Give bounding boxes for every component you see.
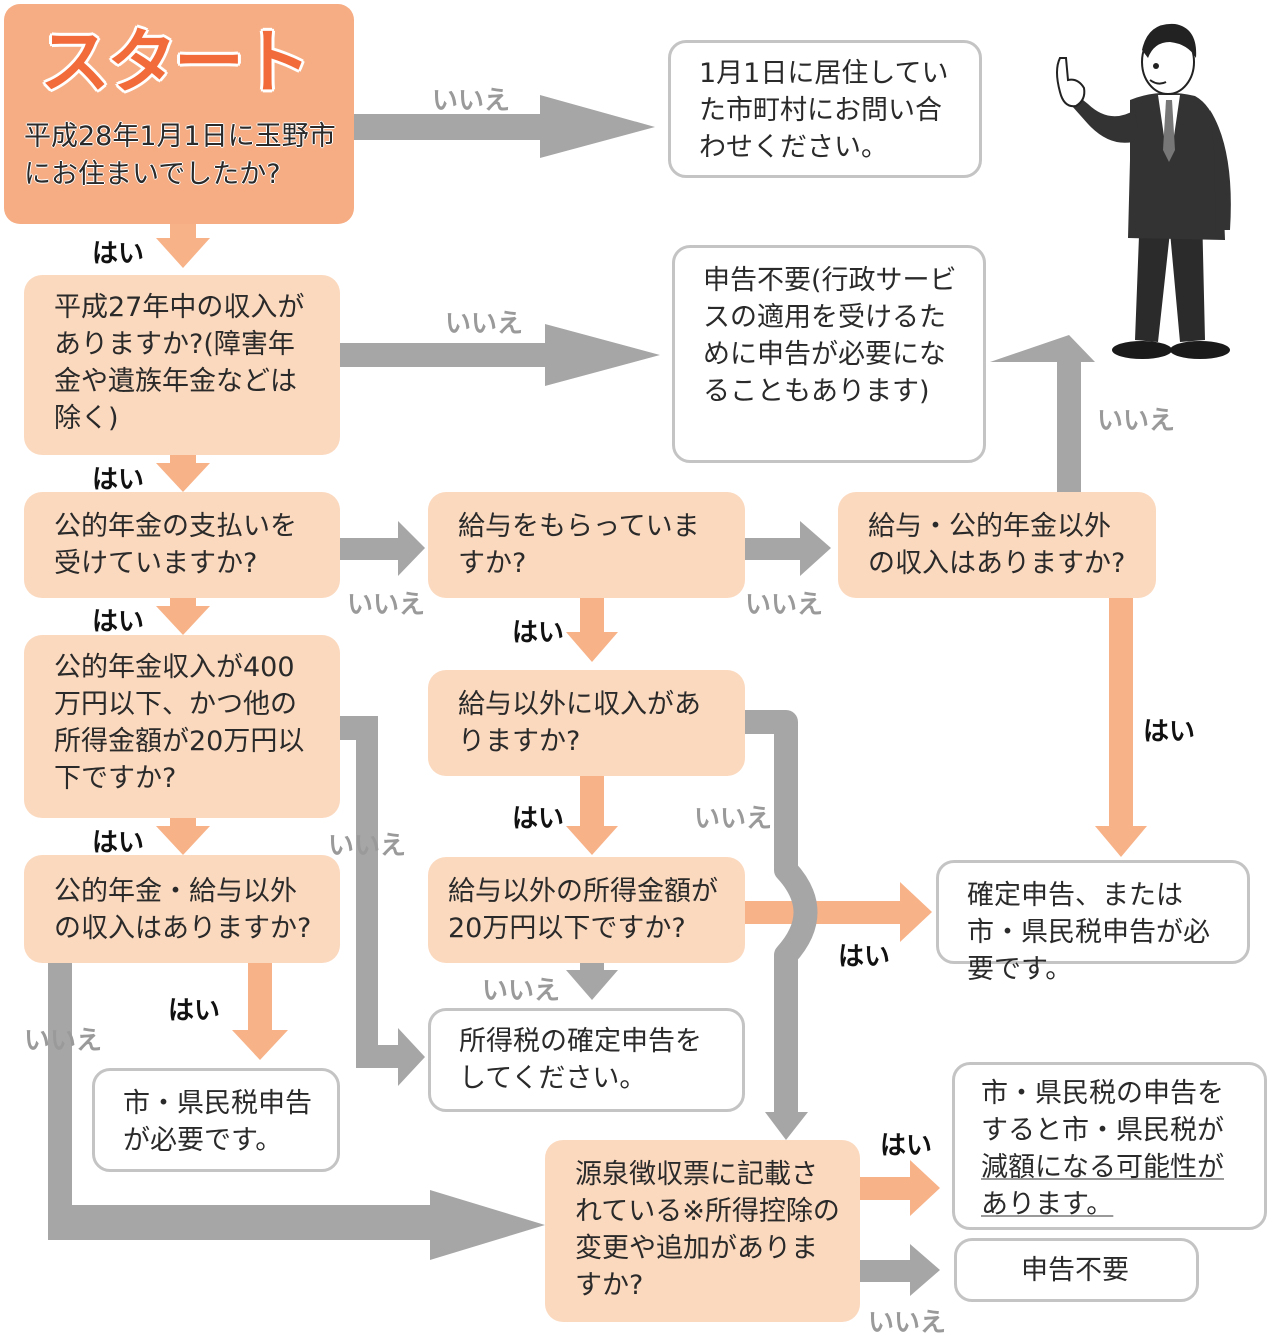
arrow-yes-salary-to-salaryother xyxy=(566,598,618,662)
arrow-no-withholding-to-notrequired xyxy=(860,1244,940,1296)
label-no-20: いいえ xyxy=(482,976,561,1006)
label-no-income: いいえ xyxy=(445,309,524,339)
label-yes-400: はい xyxy=(92,828,145,858)
label-yes-salary: はい xyxy=(512,618,565,648)
label-no-pension-other: いいえ xyxy=(24,1026,103,1056)
arrow-no-400-to-incometax xyxy=(340,716,425,1086)
answer-reduction: 市・県民税の申告をすると市・県民税が減額になる可能性があります。 xyxy=(952,1062,1267,1230)
label-yes-20: はい xyxy=(838,942,891,972)
answer-city-tax-required: 市・県民税申告が必要です。 xyxy=(92,1068,340,1172)
start-box: スタート 平成28年1月1日に玉野市にお住まいでしたか? xyxy=(4,4,354,224)
question-salary: 給与をもらっていますか? xyxy=(428,492,745,598)
arrow-yes-other-to-citytax xyxy=(232,963,288,1060)
arrow-no-other-to-withholding xyxy=(48,963,545,1260)
arrow-yes-income-to-pension xyxy=(156,455,210,492)
question-pension: 公的年金の支払いを受けていますか? xyxy=(24,492,340,598)
reduction-underlined-text: 減額になる可能性があります。 xyxy=(981,1152,1224,1220)
question-withholding: 源泉徴収票に記載されている※所得控除の変更や追加がありますか? xyxy=(545,1140,860,1322)
arrow-no-20-to-incometax xyxy=(566,963,618,1000)
label-no-salary: いいえ xyxy=(745,590,824,620)
label-no-withholding: いいえ xyxy=(868,1308,947,1338)
start-question: 平成28年1月1日に玉野市にお住まいでしたか? xyxy=(24,121,336,190)
label-no-400: いいえ xyxy=(328,831,407,861)
answer-not-required-note: 申告不要(行政サービスの適用を受けるために申告が必要になることもあります) xyxy=(672,245,986,463)
arrow-yes-400-to-other xyxy=(156,818,210,855)
question-salary-other-20: 給与以外の所得金額が20万円以下ですか? xyxy=(428,857,745,963)
answer-income-tax-return: 所得税の確定申告をしてください。 xyxy=(428,1008,745,1112)
question-salary-other: 給与以外に収入がありますか? xyxy=(428,670,745,776)
start-title: スタート xyxy=(40,21,311,103)
label-yes-pension-other: はい xyxy=(168,996,221,1026)
arrow-no-salary-to-other xyxy=(745,521,831,576)
label-no-other-income: いいえ xyxy=(1097,406,1176,436)
arrow-yes-withholding-to-reduction xyxy=(860,1160,940,1216)
arrow-yes-other-to-final xyxy=(1095,598,1147,857)
question-income-h27: 平成27年中の収入がありますか?(障害年金や遺族年金などは除く) xyxy=(24,275,340,455)
label-no-pension: いいえ xyxy=(347,590,426,620)
question-pension-400: 公的年金収入が400万円以下、かつ他の所得金額が20万円以下ですか? xyxy=(24,635,340,818)
label-yes-salary-other: はい xyxy=(512,804,565,834)
label-yes-other-income: はい xyxy=(1143,717,1196,747)
arrow-yes-20-to-final xyxy=(745,882,932,942)
label-no-start: いいえ xyxy=(432,86,511,116)
reduction-lead-text: 市・県民税の申告をすると市・県民税が xyxy=(981,1078,1224,1146)
answer-not-required: 申告不要 xyxy=(954,1238,1199,1302)
arrow-no-pension-to-salary xyxy=(340,521,425,576)
arrow-no-salaryother-to-withholding xyxy=(745,710,818,1115)
arrow-no-start-to-ask xyxy=(354,95,655,158)
arrow-yes-start-to-income xyxy=(156,224,210,268)
businessman-illustration xyxy=(1056,23,1231,359)
question-other-income: 給与・公的年金以外の収入はありますか? xyxy=(838,492,1156,598)
arrow-yes-pension-to-400 xyxy=(156,598,210,635)
label-yes-withholding: はい xyxy=(880,1131,933,1161)
label-yes-start: はい xyxy=(92,239,145,269)
arrow-yes-salaryother-to-20 xyxy=(566,776,618,855)
answer-final-return: 確定申告、または市・県民税申告が必要です。 xyxy=(936,860,1250,985)
label-yes-pension: はい xyxy=(92,607,145,637)
arrow-no-income-to-notrequired xyxy=(340,324,660,386)
question-pension-other: 公的年金・給与以外の収入はありますか? xyxy=(24,855,340,963)
label-yes-income: はい xyxy=(92,465,145,495)
label-no-salary-other: いいえ xyxy=(694,804,773,834)
answer-ask-city: 1月1日に居住していた市町村にお問い合わせください。 xyxy=(668,40,982,178)
arrow-no-other-to-notrequired xyxy=(990,335,1095,492)
